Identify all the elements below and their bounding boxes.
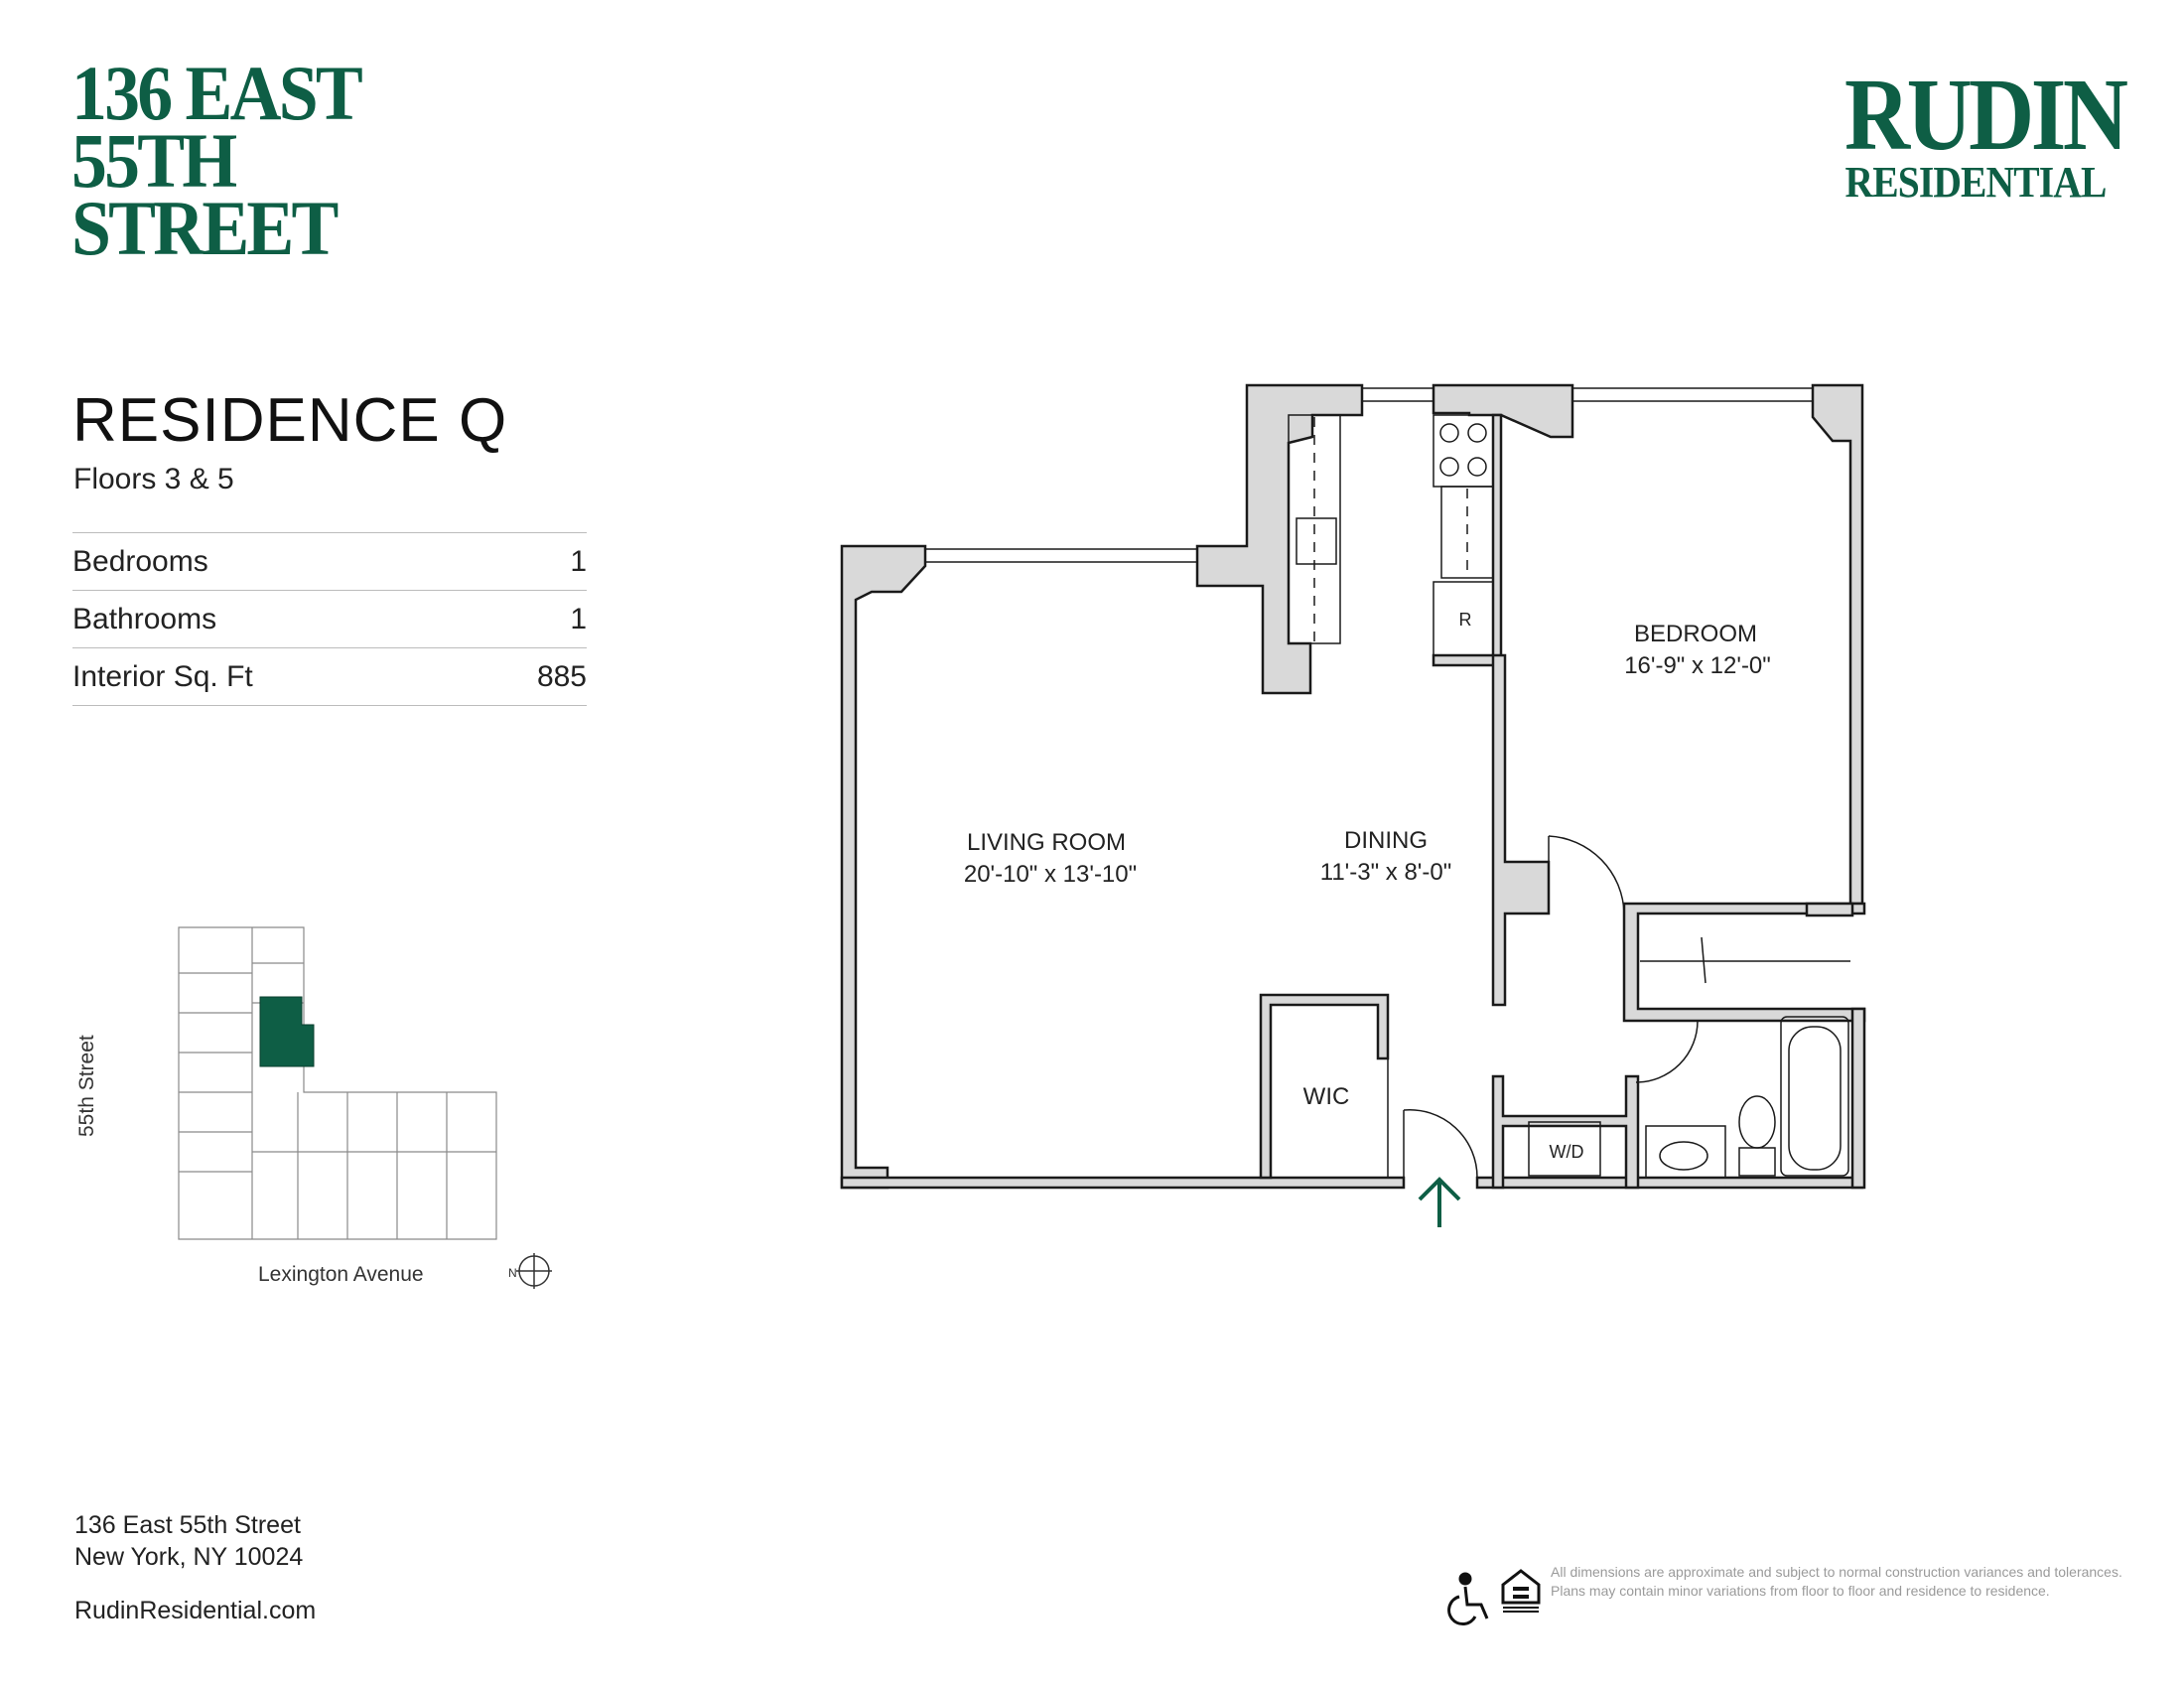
room-name-living: LIVING ROOM: [967, 829, 1126, 856]
room-name-bedroom: BEDROOM: [1634, 621, 1757, 647]
room-dims-living: 20'-10" x 13'-10": [964, 861, 1137, 888]
spec-label: Bedrooms: [72, 544, 208, 578]
address-line2: New York, NY 10024: [74, 1543, 304, 1571]
room-dims-bedroom: 16'-9" x 12'-0": [1624, 652, 1771, 679]
website-link[interactable]: RudinResidential.com: [74, 1597, 317, 1624]
spec-label: Bathrooms: [72, 602, 217, 635]
equal-housing-icon: [1501, 1569, 1541, 1613]
address-block: 136 East 55th Street New York, NY 10024: [74, 1509, 303, 1573]
spec-row-bedrooms: Bedrooms 1: [72, 532, 587, 590]
spec-value: 1: [570, 544, 587, 578]
room-name-wd: W/D: [1550, 1142, 1584, 1162]
building-name-line2: 55TH: [71, 117, 237, 204]
spec-row-sqft: Interior Sq. Ft 885: [72, 647, 587, 706]
keyplan-avenue-label: Lexington Avenue: [258, 1263, 424, 1286]
building-name-logo: 136 EAST 55TH STREET: [71, 50, 488, 271]
floorplan-fixtures: [925, 387, 1850, 1179]
brand-sub: RESIDENTIAL: [1844, 158, 2108, 207]
rudin-residential-logo: RUDIN RESIDENTIAL: [1827, 58, 2128, 207]
specs-table: Bedrooms 1 Bathrooms 1 Interior Sq. Ft 8…: [72, 532, 587, 706]
keyplan-unit-highlight: [259, 996, 315, 1067]
spec-value: 1: [570, 602, 587, 635]
spec-row-bathrooms: Bathrooms 1: [72, 590, 587, 647]
spec-value: 885: [536, 659, 587, 693]
spec-label: Interior Sq. Ft: [72, 659, 253, 693]
disclaimer-text: All dimensions are approximate and subje…: [1551, 1564, 2122, 1599]
address-line1: 136 East 55th Street: [74, 1511, 301, 1539]
room-name-wic: WIC: [1303, 1083, 1350, 1110]
building-name-line1: 136 EAST: [71, 50, 363, 136]
residence-title: RESIDENCE Q: [72, 386, 508, 455]
room-dims-dining: 11'-3" x 8'-0": [1320, 859, 1451, 886]
entry-arrow-icon: [1418, 1177, 1461, 1227]
accessibility-icon: [1447, 1572, 1489, 1626]
brand-name: RUDIN: [1844, 58, 2128, 172]
floorplan-walls: [840, 383, 1866, 1190]
building-name-line3: STREET: [71, 185, 339, 271]
north-label: N: [508, 1266, 517, 1280]
residence-floors: Floors 3 & 5: [73, 463, 234, 495]
keyplan-diagram: [178, 926, 497, 1240]
room-name-dining: DINING: [1344, 827, 1428, 854]
north-compass-icon: [516, 1253, 552, 1289]
fridge-label: R: [1459, 610, 1472, 630]
